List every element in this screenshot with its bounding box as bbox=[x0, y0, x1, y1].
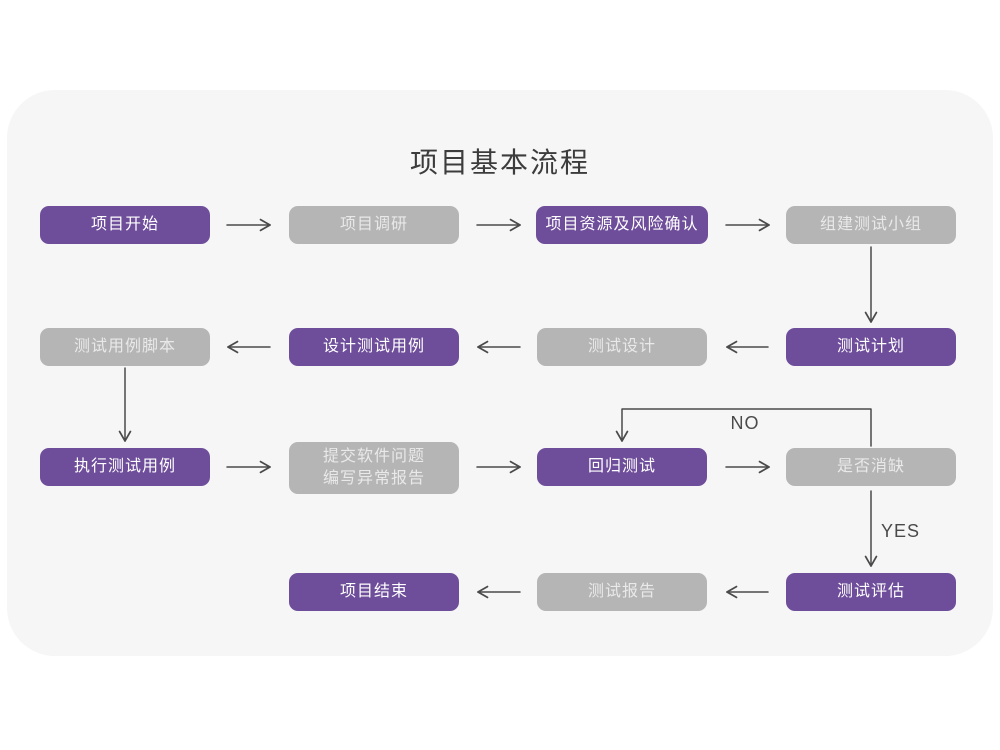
node-defect-cleared: 是否消缺 bbox=[786, 448, 956, 486]
node-test-evaluation: 测试评估 bbox=[786, 573, 956, 611]
node-design-test-cases: 设计测试用例 bbox=[289, 328, 459, 366]
node-project-end: 项目结束 bbox=[289, 573, 459, 611]
node-test-design: 测试设计 bbox=[537, 328, 707, 366]
node-build-test-team: 组建测试小组 bbox=[786, 206, 956, 244]
node-submit-issue-report: 提交软件问题 编写异常报告 bbox=[289, 442, 459, 494]
flowchart-card-background bbox=[7, 90, 993, 656]
page-title: 项目基本流程 bbox=[409, 147, 590, 178]
node-execute-test-cases: 执行测试用例 bbox=[40, 448, 210, 486]
node-test-case-script: 测试用例脚本 bbox=[40, 328, 210, 366]
branch-label-no: NO bbox=[730, 413, 760, 433]
node-project-research: 项目调研 bbox=[289, 206, 459, 244]
node-test-report: 测试报告 bbox=[537, 573, 707, 611]
node-project-start: 项目开始 bbox=[40, 206, 210, 244]
branch-label-yes: YES bbox=[881, 521, 921, 541]
node-regression-test: 回归测试 bbox=[537, 448, 707, 486]
node-test-plan: 测试计划 bbox=[786, 328, 956, 366]
node-resource-risk-confirm: 项目资源及风险确认 bbox=[536, 206, 708, 244]
